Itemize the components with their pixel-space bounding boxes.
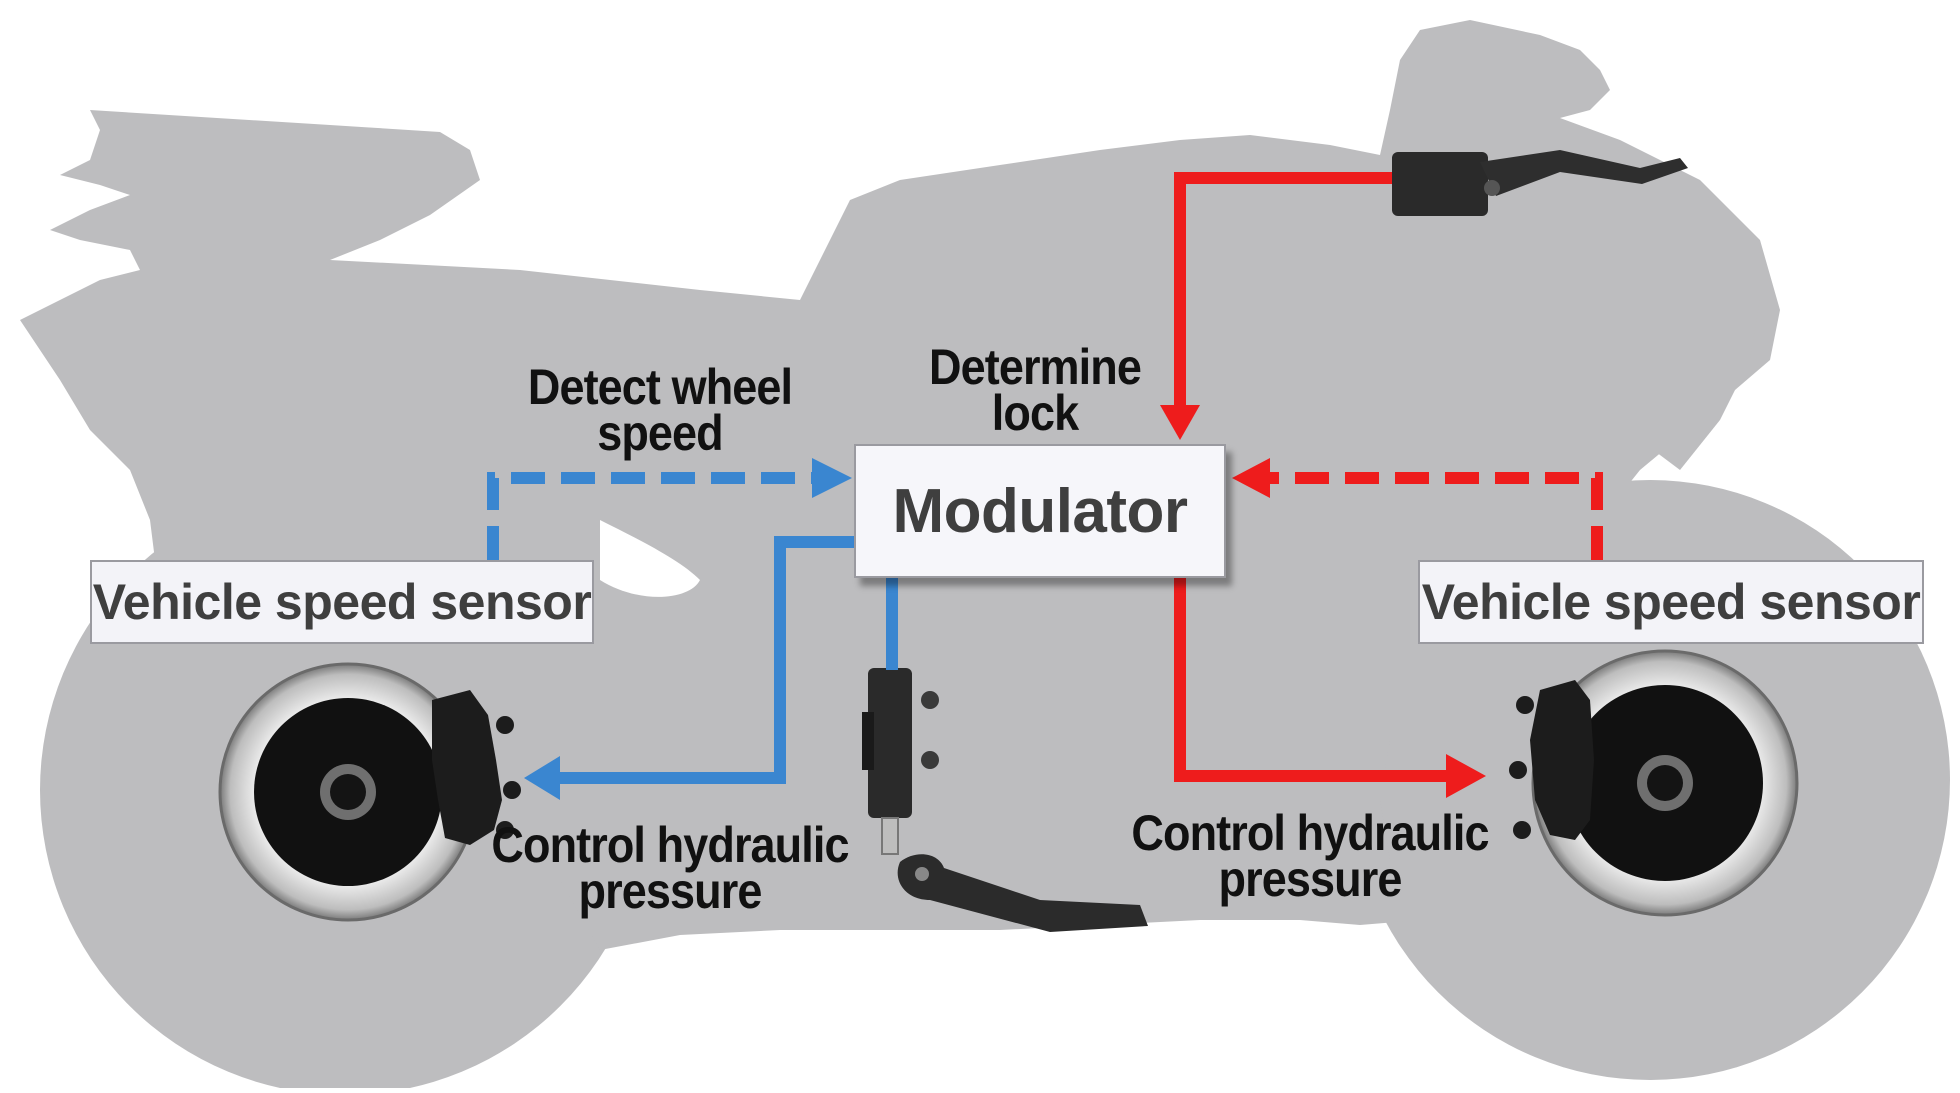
- rear-master-cylinder: [862, 668, 939, 855]
- rear-sensor-arrowhead: [812, 458, 852, 498]
- rear-sensor-label: Vehicle speed sensor: [92, 574, 592, 630]
- rear-sensor-box: Vehicle speed sensor: [90, 560, 594, 644]
- caption-line: Detect wheel: [527, 359, 793, 415]
- front-hydraulic-arrowhead: [1446, 754, 1486, 798]
- rear-hydraulic-line: [555, 536, 854, 784]
- caption-line: speed: [597, 405, 723, 461]
- front-hydraulic-caption: Control hydraulic pressure: [1121, 805, 1499, 907]
- determine-lock-caption: Determine lock: [914, 339, 1157, 441]
- caption-line: lock: [991, 385, 1079, 441]
- rear-caliper: [432, 690, 521, 845]
- front-hydraulic-line: [1174, 578, 1450, 782]
- caption-line: pressure: [578, 863, 763, 919]
- modulator-label: Modulator: [892, 476, 1188, 546]
- rear-hydraulic-arrowhead: [524, 756, 560, 800]
- fairing-shape: [1640, 300, 1760, 470]
- front-caliper: [1509, 680, 1594, 840]
- front-brake-disc: [1531, 649, 1799, 917]
- brake-lever-icon: [1392, 150, 1688, 216]
- caption-line: Determine: [929, 339, 1142, 395]
- detect-wheel-speed-caption: Detect wheel speed: [507, 359, 813, 461]
- front-sensor-arrowhead: [1232, 458, 1270, 498]
- front-sensor-dashed-line: [1262, 472, 1603, 560]
- front-lever-line: [1174, 172, 1392, 412]
- caption-line: Control hydraulic: [491, 817, 849, 873]
- modulator-box: Modulator: [854, 444, 1226, 578]
- front-signal-lines: [1160, 172, 1603, 798]
- front-lever-arrowhead: [1160, 405, 1200, 440]
- rear-brake-disc: [218, 662, 478, 922]
- silhouette-gap: [600, 520, 700, 597]
- caption-line: Control hydraulic: [1131, 805, 1489, 861]
- rear-hydraulic-caption: Control hydraulic pressure: [481, 817, 859, 919]
- caption-line: pressure: [1218, 851, 1403, 907]
- rear-signal-lines: [487, 458, 898, 800]
- rear-sensor-dashed-line: [487, 472, 820, 560]
- brake-pedal-icon: [897, 854, 1148, 932]
- front-sensor-label: Vehicle speed sensor: [1421, 574, 1921, 630]
- front-sensor-box: Vehicle speed sensor: [1418, 560, 1924, 644]
